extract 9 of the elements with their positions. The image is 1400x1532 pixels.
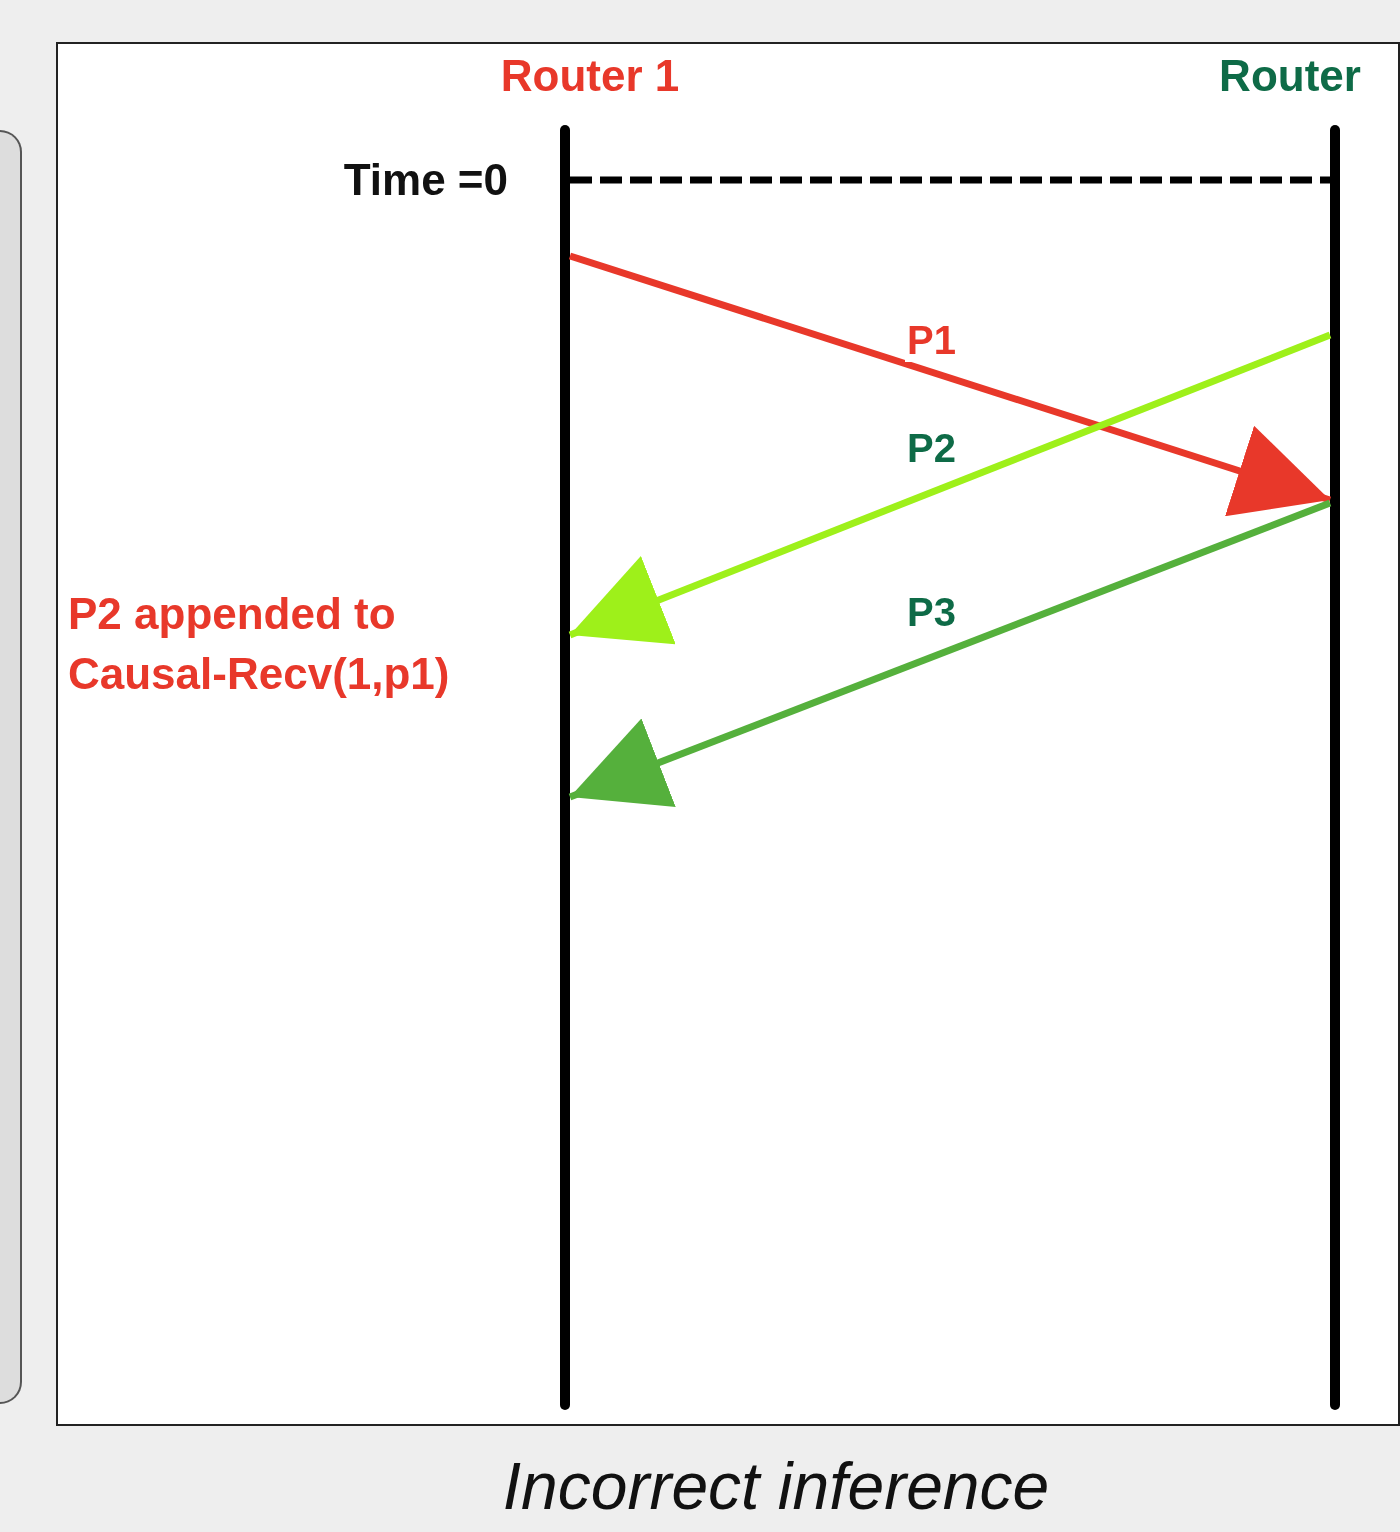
time-label: Time =0	[343, 155, 508, 205]
message-arrow	[568, 499, 1332, 808]
message-arrow	[568, 331, 1332, 645]
time-line	[570, 176, 1330, 184]
message-arrow	[568, 252, 1332, 517]
note-text: P2 appended to Causal-Recv(1,p1)	[68, 588, 451, 700]
lifeline-title: Router	[1218, 50, 1362, 102]
caption: Incorrect inference	[501, 1448, 1051, 1524]
lifeline-title: Router 1	[499, 50, 681, 102]
